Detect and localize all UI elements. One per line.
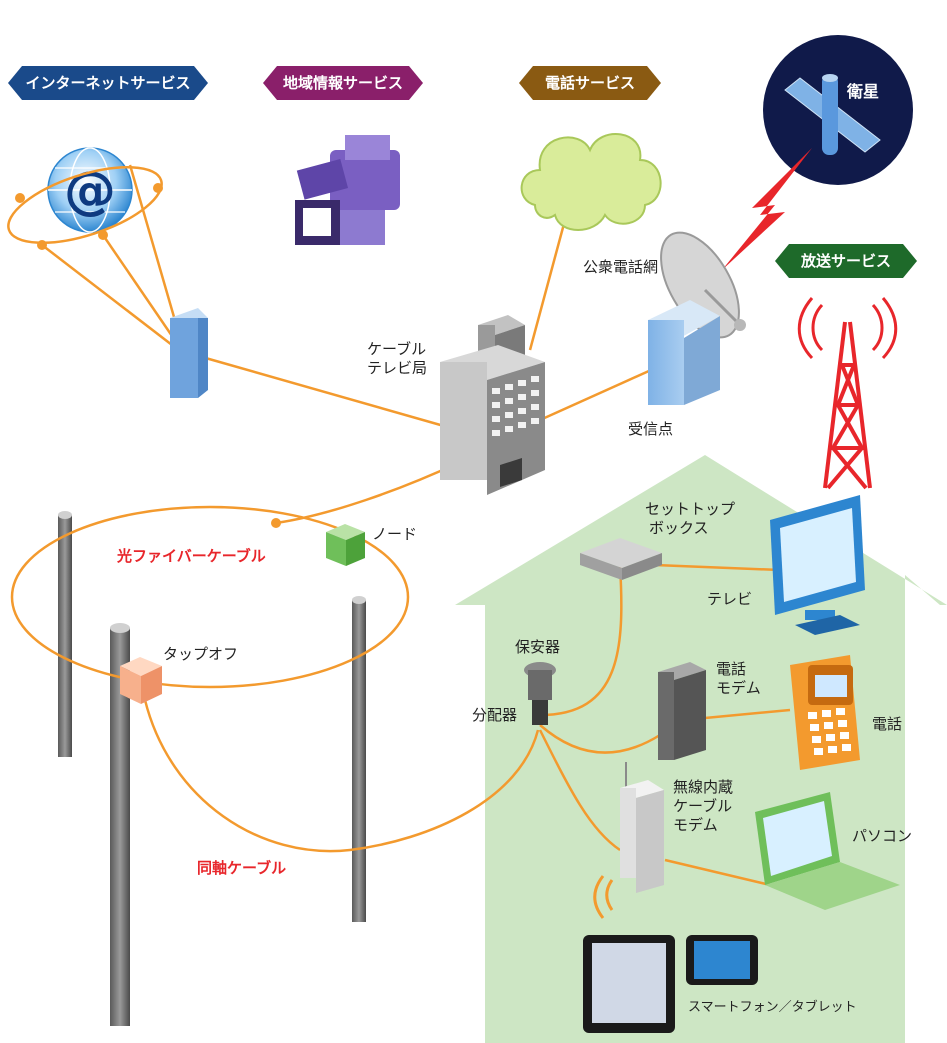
set-top-box-icon	[580, 538, 662, 580]
video-camera-icon	[295, 135, 400, 245]
radio-tower-icon	[797, 297, 898, 490]
phone-service-banner: 電話サービス	[519, 66, 661, 100]
phone-modem-label-line2: モデム	[716, 679, 761, 697]
router-box-icon	[170, 308, 208, 398]
set-top-box-label-line1: セットトップ	[645, 500, 736, 518]
phone-modem-label-line1: 電話	[716, 660, 747, 678]
phone-icon	[790, 655, 860, 770]
lightning-signal	[722, 148, 812, 270]
pc-label: パソコン	[852, 827, 913, 845]
building-icon	[440, 315, 545, 495]
smartphone-tablet-label: スマートフォン／タブレット	[688, 1000, 857, 1015]
public-phone-network-label: 公衆電話網	[583, 258, 659, 276]
protector-label: 保安器	[515, 638, 561, 656]
splitter-label: 分配器	[472, 706, 518, 724]
node-cube-icon	[326, 524, 365, 566]
wireless-modem-label-line2: ケーブル	[673, 797, 733, 815]
wireless-modem-label-line3: モデム	[673, 816, 718, 834]
cloud-icon	[520, 133, 662, 231]
cable-tv-station-label: ケーブル テレビ局	[367, 340, 427, 378]
laptop-icon	[755, 792, 900, 910]
local-info-service-banner: 地域情報サービス	[263, 66, 423, 100]
cable-tv-station-label-line2: テレビ局	[367, 359, 428, 377]
wireless-modem-label-line1: 無線内蔵	[673, 778, 734, 796]
cable-lines	[10, 164, 791, 887]
wireless-modem-label: 無線内蔵 ケーブル モデム	[673, 778, 733, 835]
internet-globe-icon: @	[7, 147, 163, 250]
smartphone-icon	[686, 935, 758, 985]
tv-label: テレビ	[707, 590, 753, 608]
svg-text:@: @	[64, 161, 116, 221]
tap-off-label: タップオフ	[163, 645, 239, 663]
broadcast-service-banner: 放送サービス	[775, 244, 917, 278]
receiving-box-icon	[648, 300, 720, 405]
utility-poles	[58, 511, 366, 1026]
internet-service-banner: インターネットサービス	[8, 66, 208, 100]
fiber-cable-label: 光ファイバーケーブル	[117, 547, 266, 565]
phone-modem-icon	[658, 662, 706, 760]
wireless-modem-icon	[593, 762, 664, 919]
satellite-label: 衛星	[847, 82, 880, 101]
splitter-icon	[524, 662, 556, 725]
tap-off-cube-icon	[120, 657, 162, 704]
tv-icon	[770, 495, 865, 635]
cable-tv-station-label-line1: ケーブル	[367, 340, 427, 358]
set-top-box-label-line2: ボックス	[649, 519, 709, 537]
coax-cable-label: 同軸ケーブル	[197, 859, 287, 877]
receiving-point-label: 受信点	[628, 420, 674, 438]
phone-label: 電話	[872, 715, 903, 733]
phone-modem-label: 電話 モデム	[716, 660, 761, 698]
set-top-box-label: セットトップ ボックス	[645, 500, 735, 538]
satellite-icon	[763, 35, 913, 185]
node-label: ノード	[372, 525, 418, 543]
tablet-icon	[583, 935, 675, 1033]
satellite-dish-icon	[660, 231, 746, 339]
